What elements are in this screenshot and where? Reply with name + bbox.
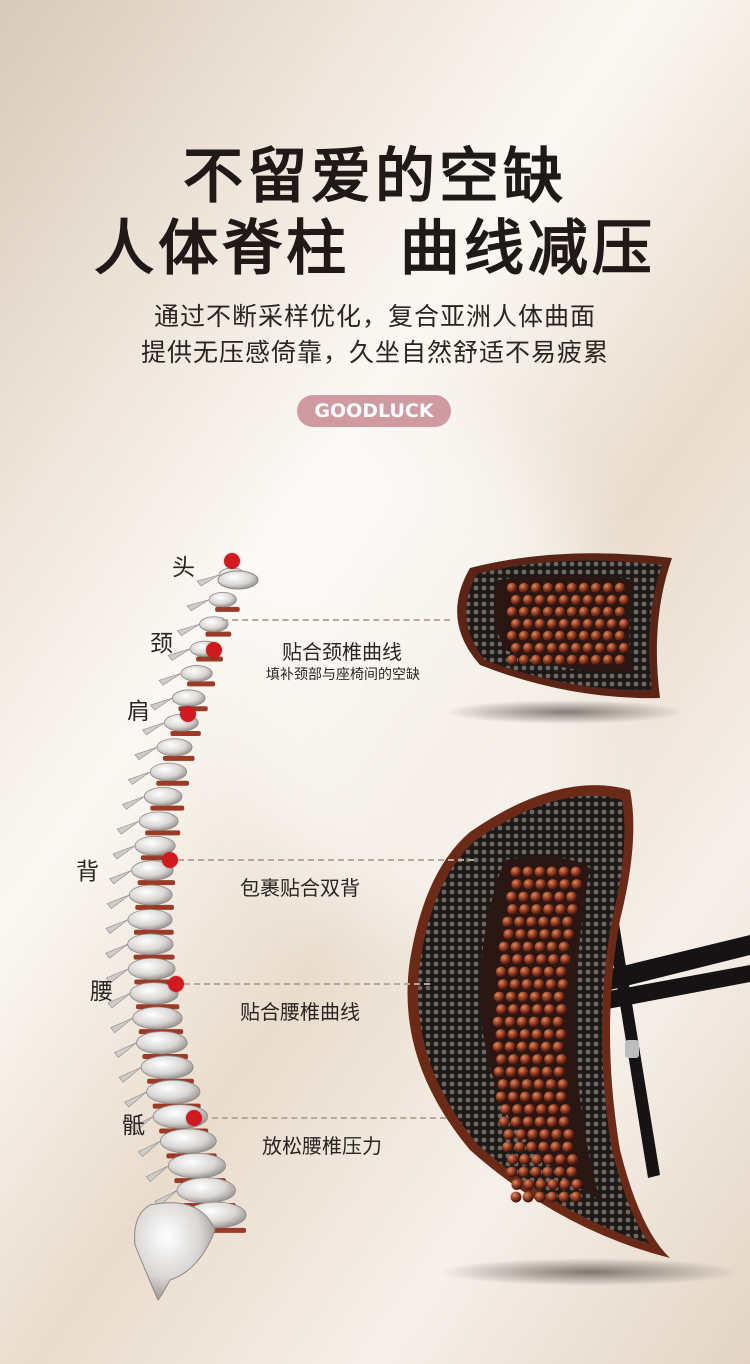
label-back: 背 (76, 859, 99, 885)
spine-illustration (105, 567, 259, 1301)
marker-back (162, 852, 178, 868)
leader-line-waist (184, 983, 430, 985)
marker-sacrum (186, 1110, 202, 1126)
feature-back: 包裹贴合双背 (240, 876, 360, 900)
leader-line-back (178, 859, 474, 861)
marker-neck (206, 642, 222, 658)
marker-waist (168, 976, 184, 992)
label-neck: 颈 (150, 631, 173, 657)
label-waist: 腰 (90, 979, 113, 1005)
feature-neck-title: 贴合颈椎曲线 (282, 640, 402, 664)
headline-line-2: 人体脊柱 曲线减压 (94, 214, 656, 284)
neck-cushion-shadow (445, 700, 685, 724)
label-sacrum: 骶 (122, 1113, 145, 1139)
marker-shoulder (180, 706, 196, 722)
subtitle-line-2: 提供无压感倚靠，久坐自然舒适不易疲累 (140, 338, 609, 367)
leader-line-sacrum (202, 1117, 446, 1119)
feature-neck-desc: 填补颈部与座椅间的空缺 (266, 667, 420, 683)
label-head: 头 (172, 555, 195, 581)
marker-head (224, 553, 240, 569)
neck-cushion-image (457, 553, 672, 699)
lumbar-cushion-image (407, 785, 750, 1258)
subtitle-line-1: 通过不断采样优化，复合亚洲人体曲面 (153, 302, 596, 331)
goodluck-badge: GOODLUCK (297, 395, 451, 427)
feature-sacrum: 放松腰椎压力 (262, 1134, 382, 1158)
feature-waist: 贴合腰椎曲线 (240, 1000, 360, 1024)
leader-line-neck (222, 619, 450, 621)
lumbar-cushion-shadow (440, 1258, 740, 1286)
headline-line-1: 不留爱的空缺 (183, 142, 567, 212)
label-shoulder: 肩 (127, 699, 150, 725)
